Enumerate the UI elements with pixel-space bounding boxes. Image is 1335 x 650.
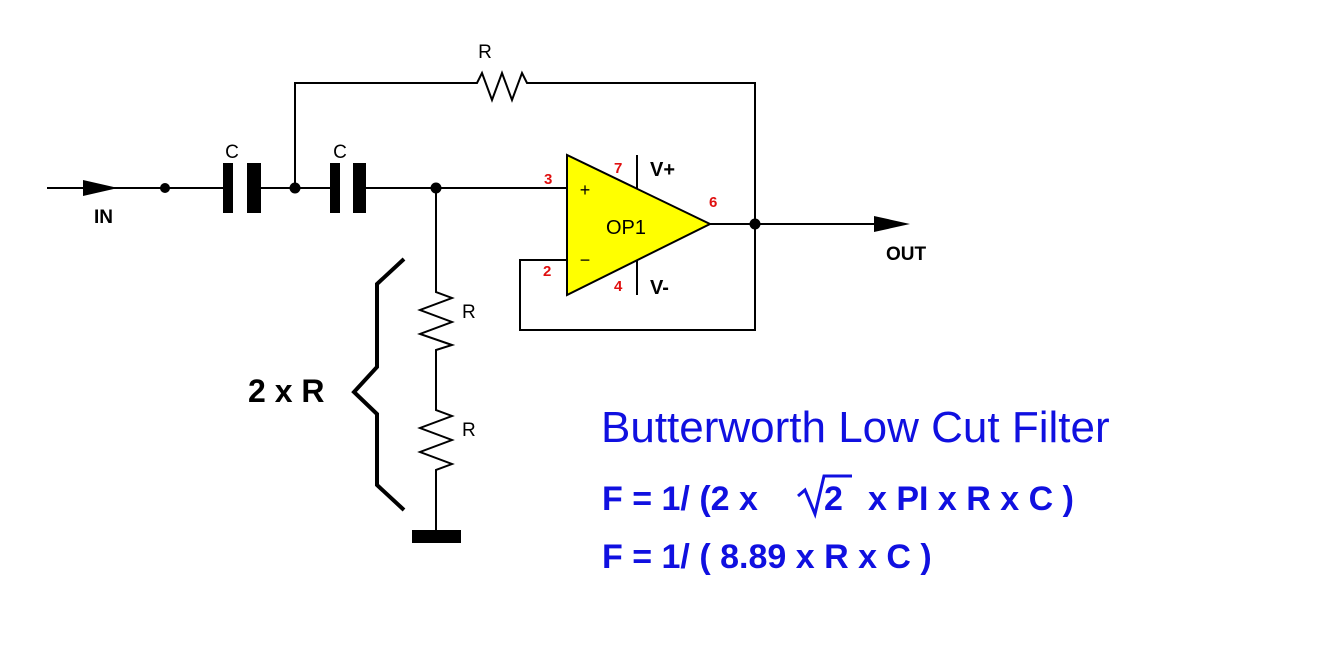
capacitor-2-label: C [333, 142, 347, 163]
v-minus-label: V- [650, 277, 669, 299]
opamp-minus-symbol: − [580, 250, 591, 270]
junction-dot-input [160, 183, 170, 193]
capacitor-1-label: C [225, 142, 239, 163]
capacitor-1-plate-b [247, 163, 261, 213]
shunt-resistor-2-label: R [462, 420, 476, 441]
shunt-resistor-wire [417, 188, 456, 530]
pin-number-4: 4 [614, 278, 623, 295]
input-label: IN [94, 207, 113, 228]
feedback-resistor-wire [294, 70, 756, 331]
formula-2: F = 1/ ( 8.89 x R x C ) [602, 538, 932, 576]
square-root-icon [797, 474, 852, 519]
capacitor-2-plate-a [330, 163, 340, 213]
output-label: OUT [886, 244, 927, 265]
formula-1-suffix: x PI x R x C ) [868, 480, 1074, 518]
junction-dot-output [749, 218, 761, 230]
feedback-resistor-label: R [478, 42, 492, 63]
brace-label: 2 x R [248, 373, 324, 409]
v-plus-label: V+ [650, 159, 675, 181]
capacitor-2-plate-b [353, 163, 366, 213]
opamp-plus-symbol: + [580, 180, 591, 200]
brace-icon [351, 257, 406, 512]
formula-1-radicand: 2 [824, 480, 843, 518]
pin-number-2: 2 [543, 263, 551, 280]
pin-number-6: 6 [709, 194, 717, 211]
capacitor-1-plate-a [223, 163, 233, 213]
pin-number-3: 3 [544, 171, 552, 188]
formula-1-prefix: F = 1/ (2 x [602, 480, 758, 518]
ground-icon [412, 530, 461, 543]
opamp-triangle [566, 153, 713, 297]
shunt-resistor-1-label: R [462, 302, 476, 323]
pin-number-7: 7 [614, 160, 622, 177]
opamp-label: OP1 [606, 217, 646, 239]
filter-title: Butterworth Low Cut Filter [601, 403, 1110, 452]
input-arrow-icon [83, 180, 118, 196]
output-arrow-icon [874, 216, 910, 232]
